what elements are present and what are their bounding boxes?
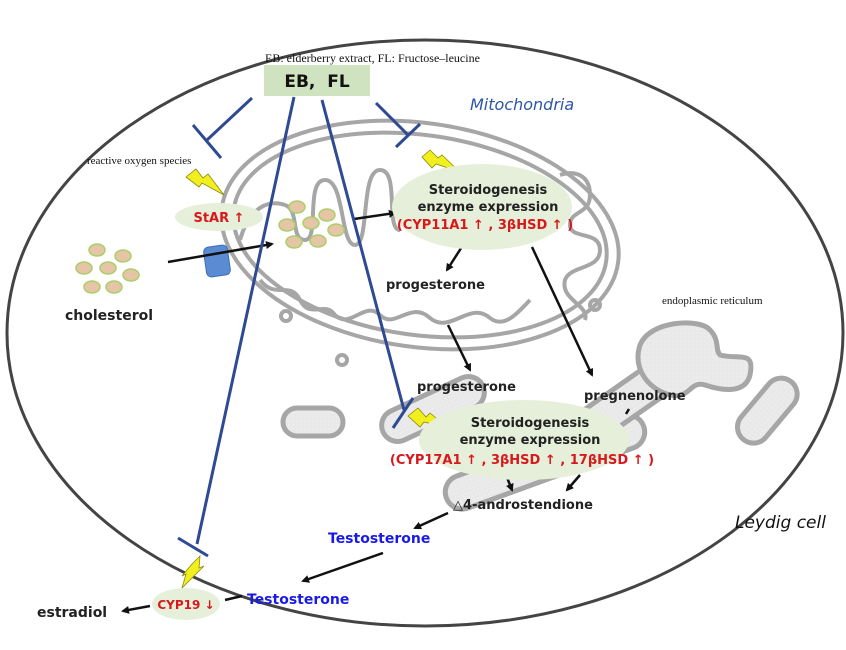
cholesterol-droplet [105,280,123,294]
mito-granule [588,298,602,312]
inhibit-bar-mito-enzyme [394,122,422,149]
inhibit-line-mito-enzyme [374,101,410,137]
arrow-er-enzyme-to-androstenedione-2 [565,474,581,492]
inhibit-bar-cyp19 [177,536,209,558]
ros-label: reactive oxygen species [87,155,191,167]
lightning-bolt-icon [185,168,225,196]
mito-granule [279,309,293,323]
arrow-progesterone-to-er [446,324,472,372]
arrow-testosterone-to-cyp19 [224,594,243,602]
mito-cholesterol-droplets [278,200,345,249]
pathway-arrows [121,209,631,614]
mito-granule [335,353,349,367]
lightning-bolts [181,149,461,590]
arrow-enzyme-to-pregnenolone [530,246,594,377]
arrow-cyp19-to-estradiol [121,604,151,614]
arrow-testosterone-out [301,551,384,583]
mito-enzyme-line1: Steroidogenesis [429,183,548,198]
inhibit-bar-er-enzyme [391,397,415,429]
mitochondria-label: Mitochondria [470,95,574,114]
cholesterol-droplet [83,280,101,294]
progesterone-er-label: progesterone [417,380,516,395]
arrow-pregnenolone-tick [624,408,631,415]
arrow-cholesterol-to-mito [167,241,274,264]
androstenedione-label: △4-androstendione [453,498,593,513]
cholesterol-droplet [285,235,303,249]
cholesterol-droplet [288,200,306,214]
progesterone-mito-label: progesterone [386,278,485,293]
star-transporter [203,244,231,278]
pregnenolone-label: pregnenolone [584,389,686,404]
cholesterol-droplet [88,243,106,257]
cholesterol-droplet [309,234,327,248]
cholesterol-droplet [318,208,336,222]
estradiol-label: estradiol [37,605,107,621]
cholesterol-droplet [114,249,132,263]
mito-enzyme-bubble [392,164,572,250]
lightning-bolt-icon [181,554,205,590]
er-enzyme-line2: enzyme expression [460,433,601,448]
er-tubule [280,405,346,439]
cholesterol-droplet [302,216,320,230]
cholesterol-droplet [99,261,117,275]
er-enzyme-line1: Steroidogenesis [471,416,590,431]
er-enzyme-bubble [419,400,629,480]
inhibit-line-cyp19 [195,96,296,545]
er-label: endoplasmic reticulum [662,295,763,307]
cyp19-bubble [152,588,220,620]
er-tubule [635,320,754,399]
leydig-cell-membrane [5,38,845,628]
mito-enzyme-line2: enzyme expression [418,200,559,215]
inhibit-line-er-enzyme [320,99,406,411]
treatment-label: EB, FL [284,72,349,92]
lightning-bolt-icon [421,149,461,173]
er-tubule [735,375,800,446]
testosterone-outside-label: Testosterone [247,592,349,608]
cholesterol-droplets [75,243,140,294]
cholesterol-droplet [122,268,140,282]
arrow-androstenedione-to-testosterone [413,511,449,530]
cholesterol-droplet [75,261,93,275]
star-bubble [175,203,263,231]
mito-enzyme-line3: (CYP11A1 ↑ , 3βHSD ↑ ) [397,218,573,233]
cholesterol-droplet [327,223,345,237]
legend-note: EB: elderberry extract, FL: Fructose–leu… [265,51,480,65]
inhibit-bar-ros [191,124,223,159]
inhibit-line-ros [205,96,254,142]
star-label: StAR ↑ [193,211,244,226]
cholesterol-label: cholesterol [65,308,153,324]
inhibition-lines [177,96,422,558]
treatment-box [264,65,370,96]
cholesterol-droplet [278,218,296,232]
leydig-cell-label: Leydig cell [735,513,826,533]
cyp19-label: CYP19 ↓ [157,598,214,612]
er-enzyme-line3: (CYP17A1 ↑ , 3βHSD ↑ , 17βHSD ↑ ) [390,453,654,468]
arrow-mito-droplets-to-enzyme [353,209,397,221]
testosterone-inside-label: Testosterone [328,531,430,547]
